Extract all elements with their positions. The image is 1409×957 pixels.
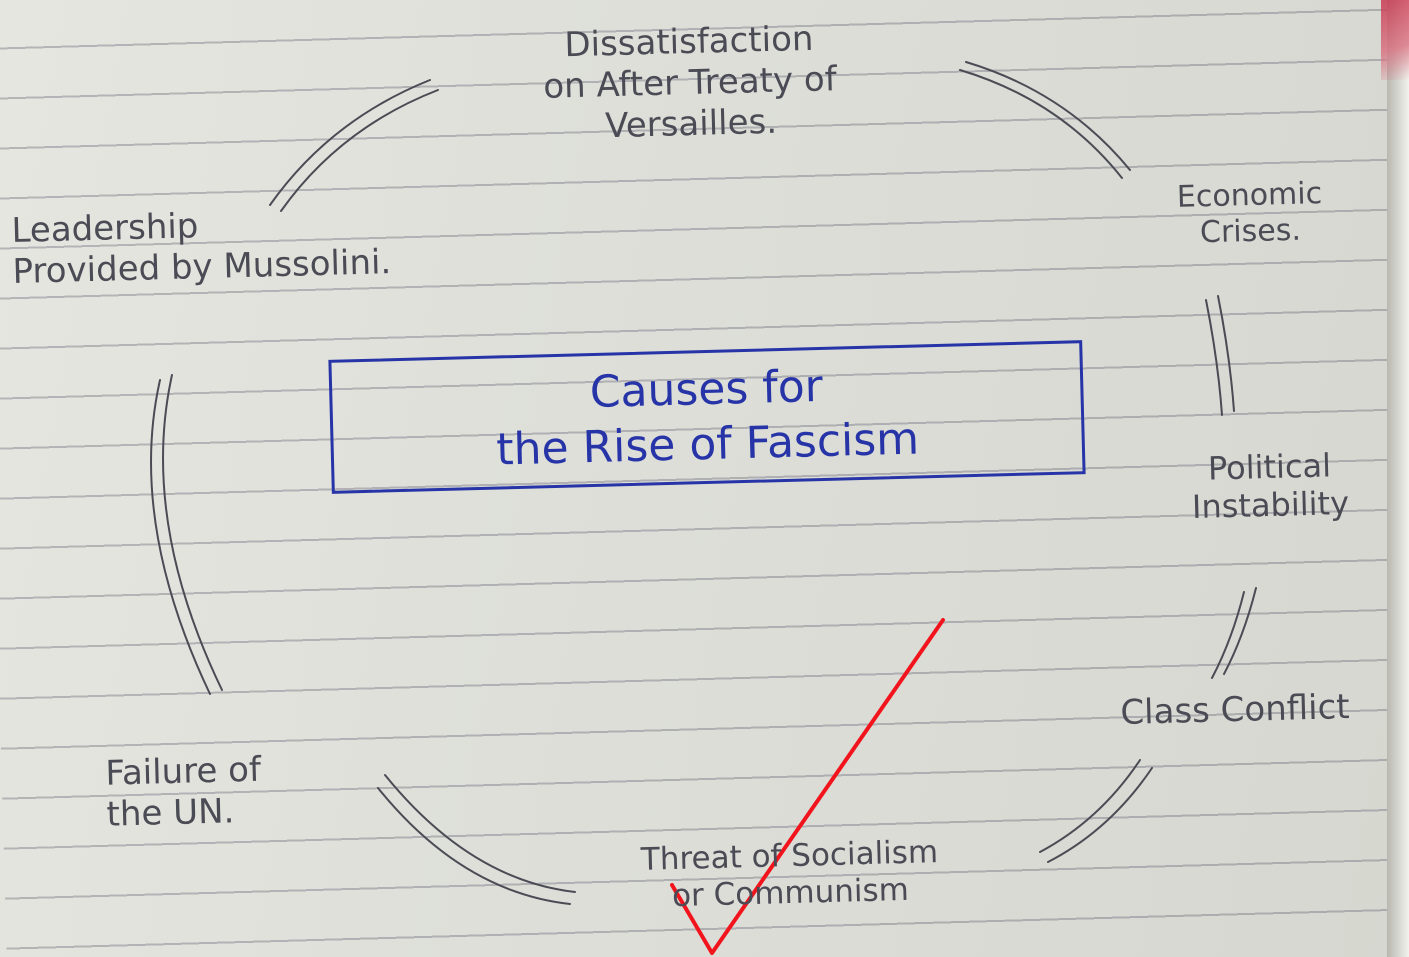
node-failure-un: Failure of the UN. [104,749,262,835]
connector-class-threat [1039,759,1153,863]
connector-dissatisfaction-economic [959,61,1131,179]
connector-political-class [1211,587,1257,679]
red-checkmark-icon [670,618,945,955]
node-economic-crises: Economic Crises. [1176,176,1323,251]
page-edge [1387,0,1409,957]
connector-leadership-dissatisfaction [269,79,439,212]
connector-economic-political [1205,295,1235,416]
connector-failure-leadership [150,374,223,695]
node-threat-socialism: Threat of Socialism or Communism [640,834,939,915]
central-topic-box: Causes for the Rise of Fascism [328,340,1086,494]
central-topic-title: Causes for the Rise of Fascism [495,360,920,476]
corner-ink-mark [1381,0,1409,80]
node-leadership-mussolini: Leadership Provided by Mussolini. [11,206,392,292]
connector-threat-failure [377,774,576,905]
node-dissatisfaction: Dissatisfaction on After Treaty of Versa… [542,18,838,146]
node-class-conflict: Class Conflict [1119,687,1351,733]
node-political-instability: Political Instability [1191,446,1350,527]
